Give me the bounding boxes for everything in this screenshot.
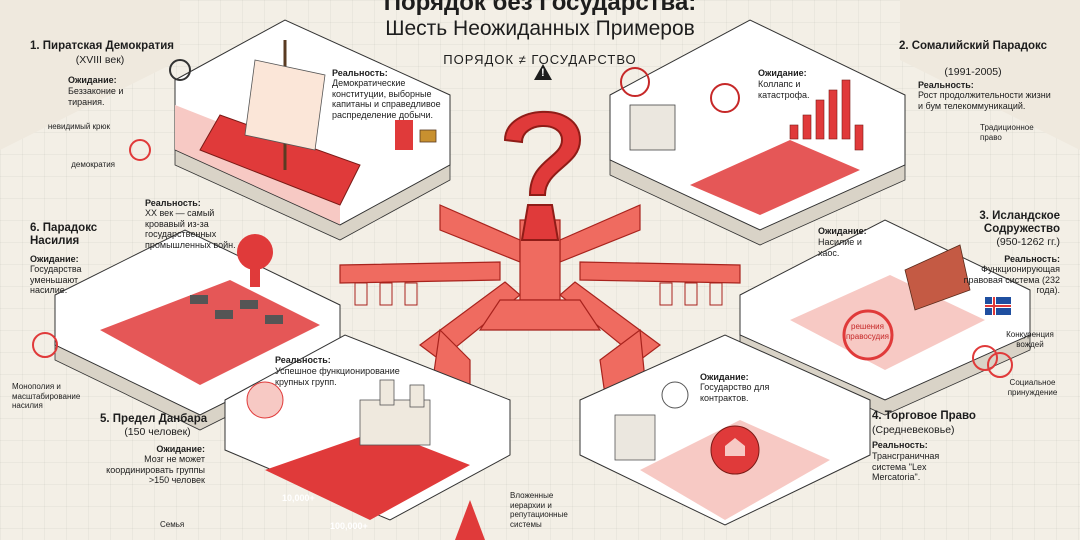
ex3-reality-label: Реальность:: [1004, 254, 1060, 264]
ex1-title: 1. Пиратская Демократия: [30, 40, 175, 52]
bg-shape: [0, 0, 180, 150]
ex5-expect-label: Ожидание:: [156, 444, 205, 454]
tile-iceland: [739, 219, 1031, 416]
ex5-reality-text: Успешное функционирование крупных групп.: [275, 366, 400, 387]
ex6-reality-label: Реальность:: [145, 198, 201, 208]
warning-icon: [534, 64, 552, 80]
tile-lex: [579, 334, 871, 526]
hub-arches: [354, 282, 723, 306]
ex6-expect-label: Ожидание:: [30, 254, 79, 264]
ex3-expect-label: Ожидание:: [818, 226, 867, 236]
ex1-period: (XVIII век): [75, 54, 125, 66]
ex5-number-10k: 10,000+: [282, 493, 315, 503]
ex3-side-competition: Конкуренция вождей: [1006, 330, 1054, 349]
ex1-expect-label: Ожидание:: [68, 75, 117, 85]
question-mark: [503, 110, 582, 241]
side-icons: [32, 59, 1013, 378]
ex1-side-democracy: демократия: [71, 160, 115, 169]
header: Порядок без Государства: Шесть Неожиданн…: [0, 0, 1080, 67]
ex3-title: 3. Исландское Содружество: [979, 210, 1060, 235]
ex6-expect-text: Государства уменьшают насилие.: [30, 264, 82, 295]
ex5-period: (150 человек): [124, 426, 191, 438]
ex3-period: (950-1262 гг.): [996, 236, 1060, 248]
tile-violence: [54, 229, 341, 431]
ex5-expect-text: Мозг не может координировать группы >150…: [106, 454, 205, 485]
ex2-title: 2. Сомалийский Парадокс: [898, 40, 1048, 52]
ex4-expect-label: Ожидание:: [700, 372, 749, 382]
tagline: ПОРЯДОК ≠ ГОСУДАРСТВО: [443, 52, 637, 67]
ex4-period: (Средневековье): [872, 424, 955, 436]
ex1-reality-label: Реальность:: [332, 68, 388, 78]
ex4-reality-text: Трансграничная система "Lex Mercatoria".: [872, 451, 940, 482]
ex2-period: (1991-2005): [944, 66, 1002, 78]
ex5-side-family: Семья: [160, 520, 185, 529]
ex1-reality-text: Демократические конституции, выборные ка…: [332, 78, 441, 120]
ex4-title: 4. Торговое Право: [872, 410, 976, 422]
ex1-side-hook: невидимый крюк: [47, 122, 110, 131]
ex5-title: 5. Предел Данбара: [100, 413, 208, 425]
page-title: Порядок без Государства:: [383, 0, 697, 16]
ex2-expect-text: Коллапс и катастрофа.: [758, 79, 810, 100]
iceland-flag: [985, 297, 1011, 315]
ex3-expect-text: Насилие и хаос.: [818, 237, 862, 258]
ex6-title: 6. Парадокс Насилия: [30, 222, 98, 247]
ex5-number-100k: 100,000+: [330, 521, 368, 531]
page-subtitle: Шесть Неожиданных Примеров: [385, 17, 695, 40]
ex6-side-monopoly: Монополия и масштабирование насилия: [12, 382, 81, 410]
ex2-expect-label: Ожидание:: [758, 68, 807, 78]
ex2-side-tradition: Традиционное право: [980, 123, 1034, 142]
ex4-reality-label: Реальность:: [872, 440, 928, 450]
ex5-side-hierarchies: Вложенные иерархии и репутационные систе…: [510, 491, 568, 529]
ex5-reality-label: Реальность:: [275, 355, 331, 365]
ex6-reality-text: XX век — самый кровавый из-за государств…: [145, 208, 236, 250]
tile-somalia: [609, 19, 906, 246]
ex2-reality-text: Рост продолжительности жизни и бум телек…: [918, 90, 1051, 111]
ex1-expect-text: Беззаконие и тирания.: [68, 86, 124, 107]
ex3-side-justice: решения правосудия: [845, 322, 890, 341]
ex3-side-coercion: Социальное принуждение: [1007, 378, 1058, 397]
bg-shape: [900, 0, 1080, 150]
ex2-reality-label: Реальность:: [918, 80, 974, 90]
tile-pirates: [174, 19, 451, 241]
ex3-reality-text: Функционирующая правовая система (232 го…: [963, 264, 1060, 295]
ex4-expect-text: Государство для контрактов.: [700, 382, 770, 403]
tile-dunbar: [224, 334, 511, 540]
